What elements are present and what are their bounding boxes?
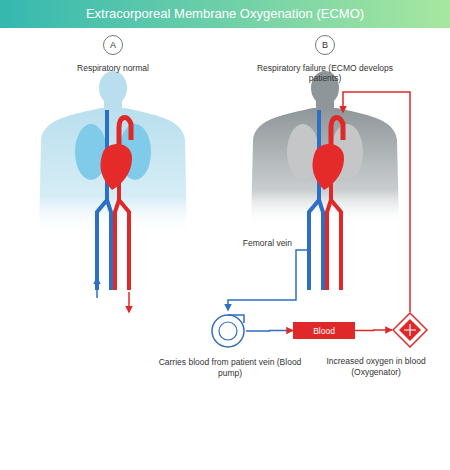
panel-letter: A [103, 35, 123, 55]
pump-symbol [210, 313, 246, 349]
component-caption: Carries blood from patient vein (Blood p… [155, 357, 305, 378]
flow-connector [246, 330, 293, 332]
box-text: Blood [313, 326, 335, 336]
panel-label: Respiratory normal [48, 63, 178, 73]
flow-connector [355, 329, 392, 331]
oxygenator: Increased oxygen in blood (Oxygenator) [392, 312, 428, 348]
return-line [343, 92, 410, 312]
blood-box: Blood [293, 322, 355, 339]
blood-pump: Carries blood from patient vein (Blood p… [210, 313, 246, 349]
panel-letter: B [315, 35, 335, 55]
vessel-label: Femoral vein [230, 238, 292, 248]
body-normal [39, 71, 187, 312]
panel-letter-text: B [322, 41, 328, 50]
title-banner [0, 0, 450, 28]
panel-letter-text: A [110, 41, 116, 50]
drainage-line [228, 250, 309, 310]
panel-label: Respiratory failure (ECMO develops patie… [255, 63, 395, 83]
body-failure [251, 71, 399, 290]
oxygenator-symbol [392, 312, 428, 348]
title-text: Extracorporeal Membrane Oxygenation (ECM… [0, 6, 450, 21]
component-caption: Increased oxygen in blood (Oxygenator) [312, 356, 440, 377]
